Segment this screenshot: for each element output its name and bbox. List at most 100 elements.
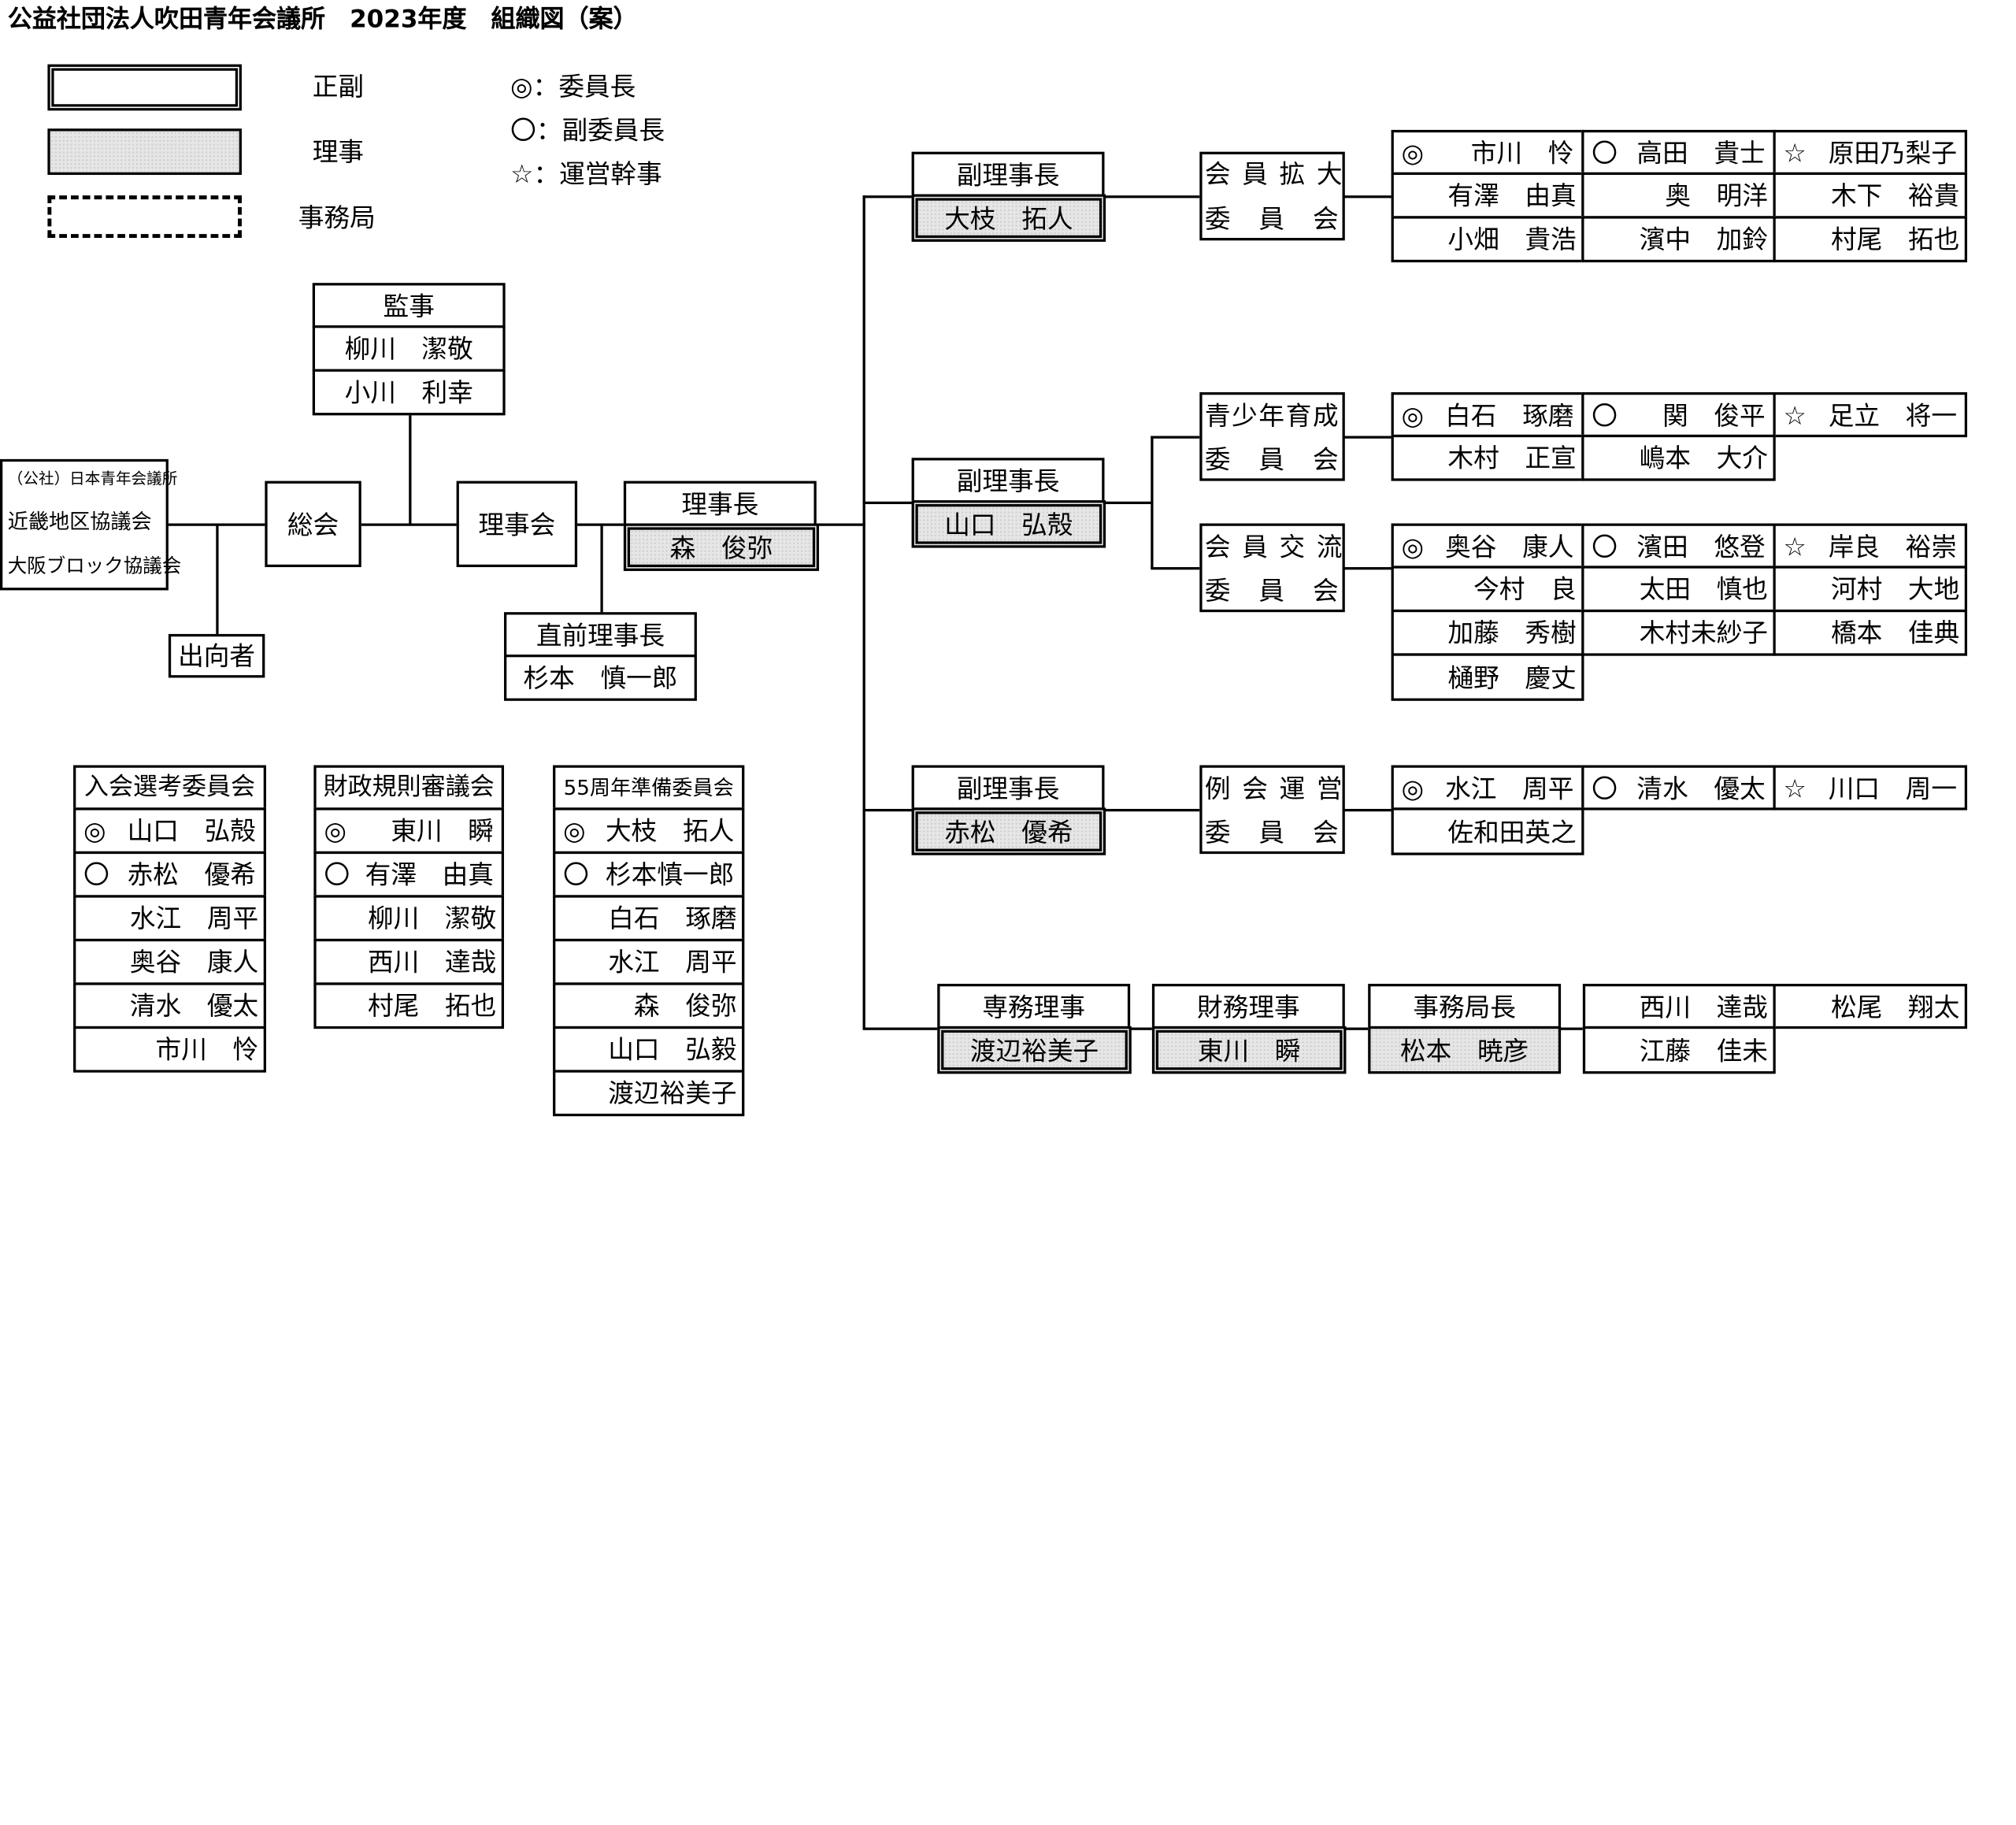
member-cell: ☆足立 将一 [1773, 391, 1968, 438]
member-cell: 加藤 秀樹 [1391, 609, 1584, 656]
committee-youth-line1: 青少年育成 [1204, 399, 1340, 431]
special-member-cell: ◎山口 弘殻 [73, 807, 266, 855]
member-cell: 濱中 加鈴 [1581, 216, 1776, 263]
legend-director-label: 理事 [312, 136, 365, 168]
staff-cell: 松尾 翔太 [1773, 984, 1968, 1029]
legend-vice-chair: 〇：副委員長 [510, 114, 665, 146]
vp1-name: 大枝 拓人 [911, 194, 1106, 242]
member-cell: ☆原田乃梨子 [1773, 129, 1968, 176]
member-cell: 有澤 由真 [1391, 172, 1584, 219]
staff-cell: 江藤 佳未 [1582, 1026, 1776, 1074]
committee-meeting-line2: 委員会 [1204, 816, 1367, 848]
past-president-name: 杉本 慎一郎 [504, 655, 697, 701]
branch-executives [862, 1027, 938, 1030]
special-member-cell: 水江 周平 [73, 895, 266, 942]
branch-vp3 [862, 808, 912, 812]
dispatched-box: 出向者 [168, 633, 265, 678]
past-president-title: 直前理事長 [504, 612, 697, 658]
legend-chair: ◎：委員長 [510, 70, 636, 102]
member-cell: 村尾 拓也 [1773, 216, 1968, 263]
committee-exchange-box [1199, 523, 1345, 613]
member-cell: 太田 慎也 [1581, 566, 1776, 613]
branch-vp1 [862, 195, 912, 198]
line-auditors [409, 415, 412, 525]
member-cell: ◎奥谷 康人 [1391, 523, 1584, 569]
committee-membership-box [1199, 151, 1345, 241]
member-cell: 〇清水 優太 [1581, 765, 1776, 810]
committee-youth-line2: 委員会 [1204, 443, 1367, 475]
special-member-cell: 森 俊弥 [553, 982, 745, 1029]
legend-regular-label: 正副 [312, 70, 365, 102]
member-cell: ◎白石 琢磨 [1391, 391, 1584, 438]
member-cell: 木下 裕貴 [1773, 172, 1968, 219]
special-member-cell: 渡辺裕美子 [553, 1070, 745, 1117]
special-member-cell: 西川 達哉 [313, 938, 505, 985]
vp2-name: 山口 弘殻 [911, 500, 1106, 548]
auditor-1: 柳川 潔敬 [312, 325, 506, 372]
managing-director-name: 渡辺裕美子 [937, 1026, 1132, 1074]
secretary-general-name: 松本 暁彦 [1368, 1026, 1562, 1074]
line-past-president [600, 523, 603, 613]
line-meeting-grid [1343, 808, 1392, 812]
chart-title: 公益社団法人吹田青年会議所 2023年度 組織図（案） [7, 5, 638, 34]
external-body-box [0, 458, 169, 591]
member-cell: 樋野 慶丈 [1391, 653, 1584, 701]
committee-youth-box [1199, 391, 1345, 481]
line-youth-grid [1343, 436, 1392, 439]
member-cell: 木村 正宣 [1391, 434, 1584, 481]
committee-meeting-line1: 例会運営 [1204, 773, 1354, 804]
external-line1: （公社）日本青年会議所 [7, 469, 178, 488]
line-vp2 [1104, 501, 1152, 505]
main-trunk-line [862, 195, 865, 1029]
special-member-cell: 村尾 拓也 [313, 982, 505, 1029]
member-cell: 小畑 貴浩 [1391, 216, 1584, 263]
vp3-name: 赤松 優希 [911, 807, 1106, 855]
committee-exchange-line1: 会員交流 [1204, 531, 1354, 562]
member-cell: 河村 大地 [1773, 566, 1968, 613]
member-cell: 奥 明洋 [1581, 172, 1776, 219]
external-line3: 大阪ブロック協議会 [7, 554, 182, 578]
line-vp2-exchange [1151, 567, 1200, 570]
special-member-cell: 〇有澤 由真 [313, 851, 505, 898]
committee-exchange-line2: 委員会 [1204, 574, 1367, 606]
member-cell: 佐和田英之 [1391, 807, 1584, 855]
legend-manager: ☆：運営幹事 [510, 158, 662, 190]
auditor-2: 小川 利幸 [312, 369, 506, 416]
finance-rules-title: 財政規則審議会 [313, 765, 505, 810]
line-membership-grid [1343, 195, 1392, 198]
legend-secretariat-swatch [47, 195, 242, 239]
member-cell: 〇高田 貴士 [1581, 129, 1776, 176]
external-line2: 近畿地区協議会 [7, 509, 152, 534]
committee-meeting-box [1199, 765, 1345, 855]
member-cell: 木村未紗子 [1581, 609, 1776, 656]
special-member-cell: ◎東川 瞬 [313, 807, 505, 855]
special-member-cell: 市川 怜 [73, 1026, 266, 1073]
committee-membership-line2: 委員会 [1204, 202, 1367, 235]
anniversary-committee-title: 55周年準備委員会 [553, 765, 745, 810]
member-cell: 今村 良 [1391, 566, 1584, 613]
special-member-cell: 白石 琢磨 [553, 895, 745, 942]
member-cell: ◎市川 怜 [1391, 129, 1584, 176]
line-exec-1 [1130, 1027, 1152, 1030]
member-cell: 嶋本 大介 [1581, 434, 1776, 481]
board-box: 理事会 [456, 480, 578, 568]
secretary-general-title: 事務局長 [1368, 984, 1562, 1029]
member-cell: ◎水江 周平 [1391, 765, 1584, 810]
special-member-cell: 柳川 潔敬 [313, 895, 505, 942]
admission-committee-title: 入会選考委員会 [73, 765, 266, 810]
legend-regular-swatch [47, 64, 242, 111]
line-vp3-committee [1104, 808, 1200, 812]
legend-secretariat-label: 事務局 [298, 202, 376, 233]
vp1-title: 副理事長 [911, 151, 1105, 197]
line-exec-3 [1559, 1027, 1583, 1030]
president-title: 理事長 [623, 480, 817, 526]
special-member-cell: ◎大枝 拓人 [553, 807, 745, 855]
line-president-trunk [816, 523, 865, 526]
auditors-title: 監事 [312, 283, 506, 328]
vp2-title: 副理事長 [911, 458, 1105, 503]
line-exec-2 [1344, 1027, 1369, 1030]
special-member-cell: 山口 弘毅 [553, 1026, 745, 1073]
finance-director-name: 東川 瞬 [1151, 1026, 1347, 1074]
managing-director-title: 専務理事 [937, 984, 1131, 1029]
